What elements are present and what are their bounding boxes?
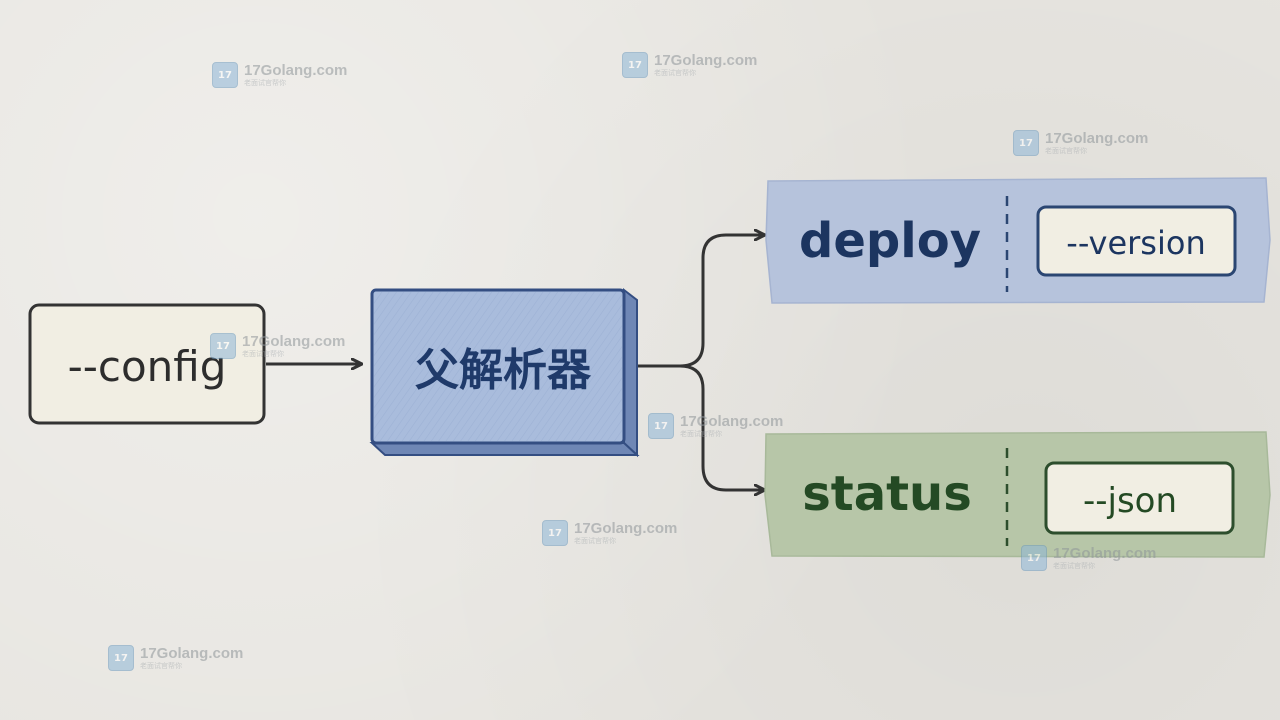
config-flag-label: --config: [68, 342, 227, 391]
17golang-logo-icon: 17: [210, 333, 236, 359]
watermark: 17 17Golang.com 老面试官帮你: [1021, 545, 1156, 571]
watermark-domain: 17Golang.com: [654, 52, 758, 69]
watermark-subtitle: 老面试官帮你: [140, 662, 182, 670]
config-flag-node: --config: [28, 303, 266, 425]
watermark-domain: 17Golang.com: [1053, 545, 1157, 562]
watermark-domain: 17Golang.com: [140, 645, 244, 662]
watermark: 17 17Golang.com 老面试官帮你: [210, 333, 345, 359]
status-flag-label: --json: [1083, 481, 1177, 521]
17golang-logo-icon: 17: [648, 413, 674, 439]
watermark-domain: 17Golang.com: [242, 333, 346, 350]
17golang-logo-icon: 17: [108, 645, 134, 671]
17golang-logo-icon: 17: [1013, 130, 1039, 156]
watermark-domain: 17Golang.com: [574, 520, 678, 537]
deploy-flag-box: [1036, 205, 1237, 277]
config-flag-box: [28, 303, 266, 425]
watermark: 17 17Golang.com 老面试官帮你: [212, 62, 347, 88]
17golang-logo-icon: 17: [1021, 545, 1047, 571]
watermark-domain: 17Golang.com: [680, 413, 784, 430]
watermark-domain: 17Golang.com: [1045, 130, 1149, 147]
watermark-subtitle: 老面试官帮你: [1045, 147, 1087, 155]
parent-parser-hatch: [374, 292, 622, 441]
watermark-subtitle: 老面试官帮你: [1053, 562, 1095, 570]
watermark-subtitle: 老面试官帮你: [242, 350, 284, 358]
subcommand-status: status --json: [764, 431, 1271, 558]
deploy-label: deploy: [799, 213, 981, 269]
17golang-logo-icon: 17: [622, 52, 648, 78]
watermark: 17 17Golang.com 老面试官帮你: [1013, 130, 1148, 156]
deploy-flag-label: --version: [1066, 224, 1205, 262]
watermark: 17 17Golang.com 老面试官帮你: [108, 645, 243, 671]
parent-parser-label: 父解析器: [415, 345, 592, 396]
arrow-parser-to-status: [679, 364, 763, 490]
watermark-subtitle: 老面试官帮你: [680, 430, 722, 438]
parent-parser-bottom: [369, 442, 640, 456]
watermark-subtitle: 老面试官帮你: [574, 537, 616, 545]
subcommand-deploy: deploy --version: [765, 177, 1271, 304]
17golang-logo-icon: 17: [542, 520, 568, 546]
status-flag-box: [1044, 461, 1235, 535]
watermark: 17 17Golang.com 老面试官帮你: [542, 520, 677, 546]
status-label: status: [802, 466, 972, 522]
watermark: 17 17Golang.com 老面试官帮你: [648, 413, 783, 439]
watermark-domain: 17Golang.com: [244, 62, 348, 79]
parent-parser-node: 父解析器: [369, 287, 640, 458]
17golang-logo-icon: 17: [212, 62, 238, 88]
watermark-subtitle: 老面试官帮你: [244, 79, 286, 87]
watermark: 17 17Golang.com 老面试官帮你: [622, 52, 757, 78]
arrow-parser-to-deploy: [638, 235, 763, 368]
parent-parser-side: [623, 287, 638, 458]
watermark-subtitle: 老面试官帮你: [654, 69, 696, 77]
